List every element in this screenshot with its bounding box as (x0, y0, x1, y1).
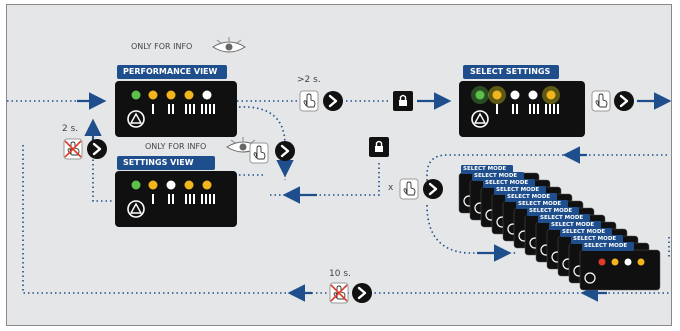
lock-icon (392, 90, 414, 112)
select-mode-title: SELECT MODE (529, 207, 573, 214)
timeout-duration-label: 10 s. (329, 269, 351, 279)
arrow-right-icon[interactable] (321, 89, 345, 113)
flow-diagram (7, 36, 671, 305)
arrow-right-icon[interactable] (350, 281, 374, 305)
select-mode-title: SELECT MODE (584, 242, 628, 249)
select-mode-title: SELECT MODE (496, 186, 540, 193)
timeout-loop (22, 145, 669, 302)
info-note: ONLY FOR INFO (131, 42, 193, 51)
select-mode-title: SELECT MODE (573, 235, 617, 242)
hand-press-icon[interactable] (399, 178, 419, 200)
left-loop (84, 118, 112, 202)
mode-loop (426, 146, 670, 262)
select-mode-title: SELECT MODE (463, 165, 507, 172)
flow-diagram-frame: ONLY FOR INFO ONLY FOR INFO PERFORMANCE … (6, 4, 672, 326)
no-press-icon (329, 282, 349, 304)
performance-view-panel (115, 65, 237, 137)
select-mode-panel (579, 242, 661, 291)
lock-icon (368, 136, 390, 158)
select-mode-title: SELECT MODE (507, 193, 551, 200)
select-mode-title: SELECT MODE (562, 228, 606, 235)
wait-duration-label: 2 s. (62, 124, 79, 134)
settings-view-title: SETTINGS VIEW (123, 158, 194, 167)
repeat-marker: x (388, 183, 394, 193)
select-mode-title: SELECT MODE (551, 221, 595, 228)
select-mode-title: SELECT MODE (518, 200, 562, 207)
select-mode-title: SELECT MODE (540, 214, 584, 221)
hand-press-icon[interactable] (591, 90, 611, 112)
select-mode-panel-stack (458, 165, 661, 291)
select-settings-panel (459, 65, 585, 137)
arrow-right-icon[interactable] (273, 139, 297, 163)
performance-view-title: PERFORMANCE VIEW (123, 67, 218, 76)
select-mode-title: SELECT MODE (485, 179, 529, 186)
arrow-right-icon[interactable] (612, 89, 636, 113)
arrow-right-icon[interactable] (85, 137, 109, 161)
select-settings-title: SELECT SETTINGS (470, 67, 551, 76)
arrow-right-icon[interactable] (421, 177, 445, 201)
select-mode-title: SELECT MODE (474, 172, 518, 179)
no-press-icon (63, 138, 83, 160)
hand-press-icon[interactable] (299, 90, 319, 112)
hand-press-icon[interactable] (249, 142, 269, 164)
eye-icon (212, 36, 246, 53)
info-note: ONLY FOR INFO (145, 142, 207, 151)
settings-view-panel (115, 156, 237, 227)
hold-duration-label: >2 s. (297, 75, 321, 85)
